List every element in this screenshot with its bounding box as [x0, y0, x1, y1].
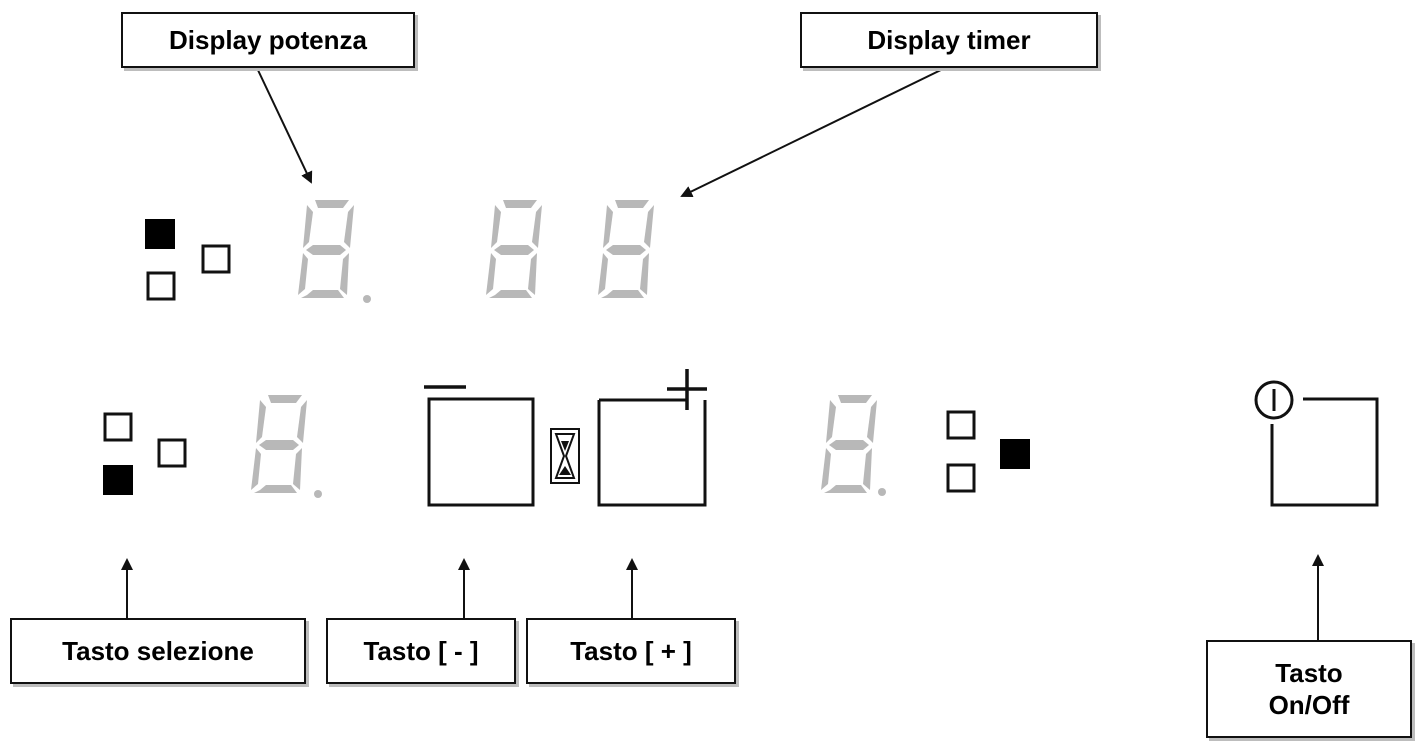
plus-key-callout: Tasto [ + ]	[526, 618, 736, 684]
zone-indicator-top-active	[145, 219, 175, 249]
zone-indicator-right-bottom	[946, 463, 976, 493]
power-display-callout: Display potenza	[121, 12, 415, 68]
plus-key[interactable]	[597, 369, 707, 507]
onoff-key-label-line2: On/Off	[1268, 690, 1350, 720]
timer-display-label: Display timer	[867, 24, 1031, 55]
zone-indicator-left-top	[103, 412, 133, 442]
select-key-label: Tasto selezione	[62, 635, 254, 666]
onoff-key-label-line1: Tasto	[1275, 657, 1343, 688]
minus-key[interactable]	[424, 385, 535, 507]
power-display-dot	[363, 295, 371, 303]
timer-display-digit-tens	[486, 200, 542, 298]
zone-indicator-right-top	[946, 410, 976, 440]
onoff-key[interactable]	[1254, 380, 1379, 507]
hourglass-icon	[550, 428, 580, 484]
zone-indicator-left-right	[157, 438, 187, 468]
timer-display-callout: Display timer	[800, 12, 1098, 68]
left-zone-display-dot	[314, 490, 322, 498]
minus-key-label: Tasto [ - ]	[363, 635, 479, 666]
zone-indicator-top-bottom	[146, 271, 176, 301]
power-display-digit	[298, 200, 354, 298]
minus-key-callout: Tasto [ - ]	[326, 618, 516, 684]
power-icon	[1254, 380, 1294, 420]
onoff-key-callout: Tasto On/Off	[1206, 640, 1412, 738]
right-zone-display-digit	[821, 395, 877, 493]
zone-indicator-top-right	[201, 244, 231, 274]
zone-indicator-left-active	[103, 465, 133, 495]
power-display-label: Display potenza	[169, 24, 367, 55]
power-display-arrow	[256, 67, 313, 184]
zone-indicator-right-active	[1000, 439, 1030, 469]
select-key-callout: Tasto selezione	[10, 618, 306, 684]
timer-display-arrow	[680, 67, 946, 198]
right-zone-display-dot	[878, 488, 886, 496]
plus-icon	[667, 369, 707, 410]
timer-display-digit-units	[598, 200, 654, 298]
plus-key-label: Tasto [ + ]	[570, 635, 692, 666]
left-zone-display-digit	[251, 395, 307, 493]
